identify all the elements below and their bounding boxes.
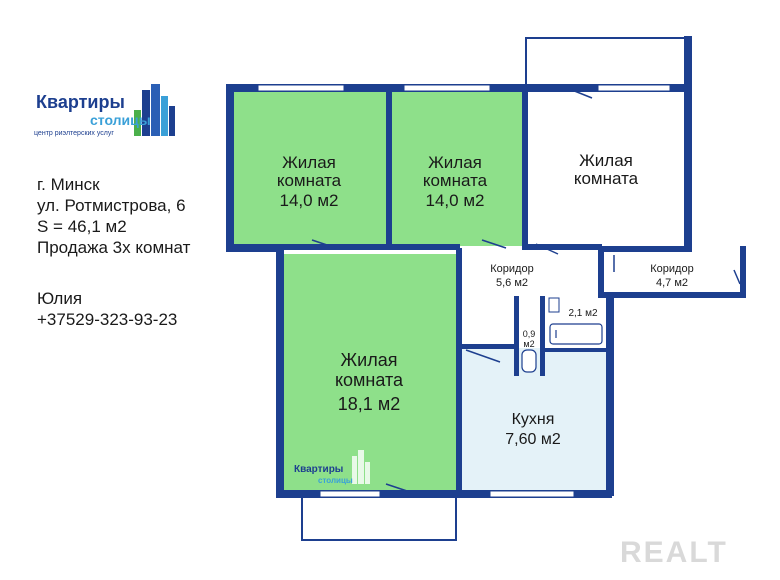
logo-tagline: центр риэлтерских услуг xyxy=(34,130,114,137)
logo-title: Квартиры xyxy=(36,92,125,112)
room-4-area: 18,1 м2 xyxy=(338,394,400,414)
balcony-bottom xyxy=(301,494,457,541)
room-3-fill xyxy=(528,90,686,246)
logo-subtitle: столицы xyxy=(90,112,151,128)
room-4-label-2: комната xyxy=(335,370,404,390)
room-1-label: Жилая xyxy=(282,153,336,172)
bathtub-icon xyxy=(549,323,603,345)
toilet-icon xyxy=(521,349,537,373)
buildings-icon xyxy=(134,84,175,136)
corridor-1-area: 5,6 м2 xyxy=(496,277,528,289)
wc-area: 0,9 xyxy=(523,329,536,339)
corridor-2-area: 4,7 м2 xyxy=(656,277,688,289)
company-logo: Квартиры столицы центр риэлтерских услуг xyxy=(30,82,180,142)
contact-phone[interactable]: +37529-323-93-23 xyxy=(37,310,178,329)
kitchen-area: 7,60 м2 xyxy=(505,431,561,448)
room-1-area: 14,0 м2 xyxy=(280,191,339,210)
realt-watermark: REALT xyxy=(620,536,728,569)
corridor-2-label: Коридор xyxy=(650,263,693,275)
sink-icon xyxy=(548,297,560,313)
bath-area: 2,1 м2 xyxy=(568,308,598,319)
floorplan-logo-title: Квартиры xyxy=(294,464,343,475)
room-2-label-2: комната xyxy=(423,171,488,190)
doors xyxy=(311,89,741,493)
corridor-1-label: Коридор xyxy=(490,263,533,275)
room-1-fill xyxy=(232,90,386,246)
room-4-label: Жилая xyxy=(341,350,398,370)
balcony-top xyxy=(525,37,684,86)
wc-area-unit: м2 xyxy=(523,339,534,349)
listing-info: г. Минск ул. Ротмистрова, 6 S = 46,1 м2 … xyxy=(37,174,190,258)
room-4-fill xyxy=(282,254,458,490)
balcony-top-wall xyxy=(684,36,692,90)
street-text: ул. Ротмистрова, 6 xyxy=(37,196,186,215)
contact-info: Юлия +37529-323-93-23 xyxy=(37,288,177,330)
room-3-label: Жилая xyxy=(579,151,633,170)
room-2-label: Жилая xyxy=(428,153,482,172)
floorplan-logo: Квартиры столицы xyxy=(294,450,370,485)
room-2-area: 14,0 м2 xyxy=(426,191,485,210)
room-3-label-2: комната xyxy=(574,169,639,188)
floorplan-logo-subtitle: столицы xyxy=(318,476,353,485)
room-1-label-2: комната xyxy=(277,171,342,190)
area-text: S = 46,1 м2 xyxy=(37,217,127,236)
kitchen-label: Кухня xyxy=(512,411,555,428)
room-2-fill xyxy=(392,90,522,246)
windows xyxy=(257,84,671,498)
offer-text: Продажа 3х комнат xyxy=(37,238,191,257)
contact-name: Юлия xyxy=(37,289,83,308)
city-text: г. Минск xyxy=(37,175,100,194)
